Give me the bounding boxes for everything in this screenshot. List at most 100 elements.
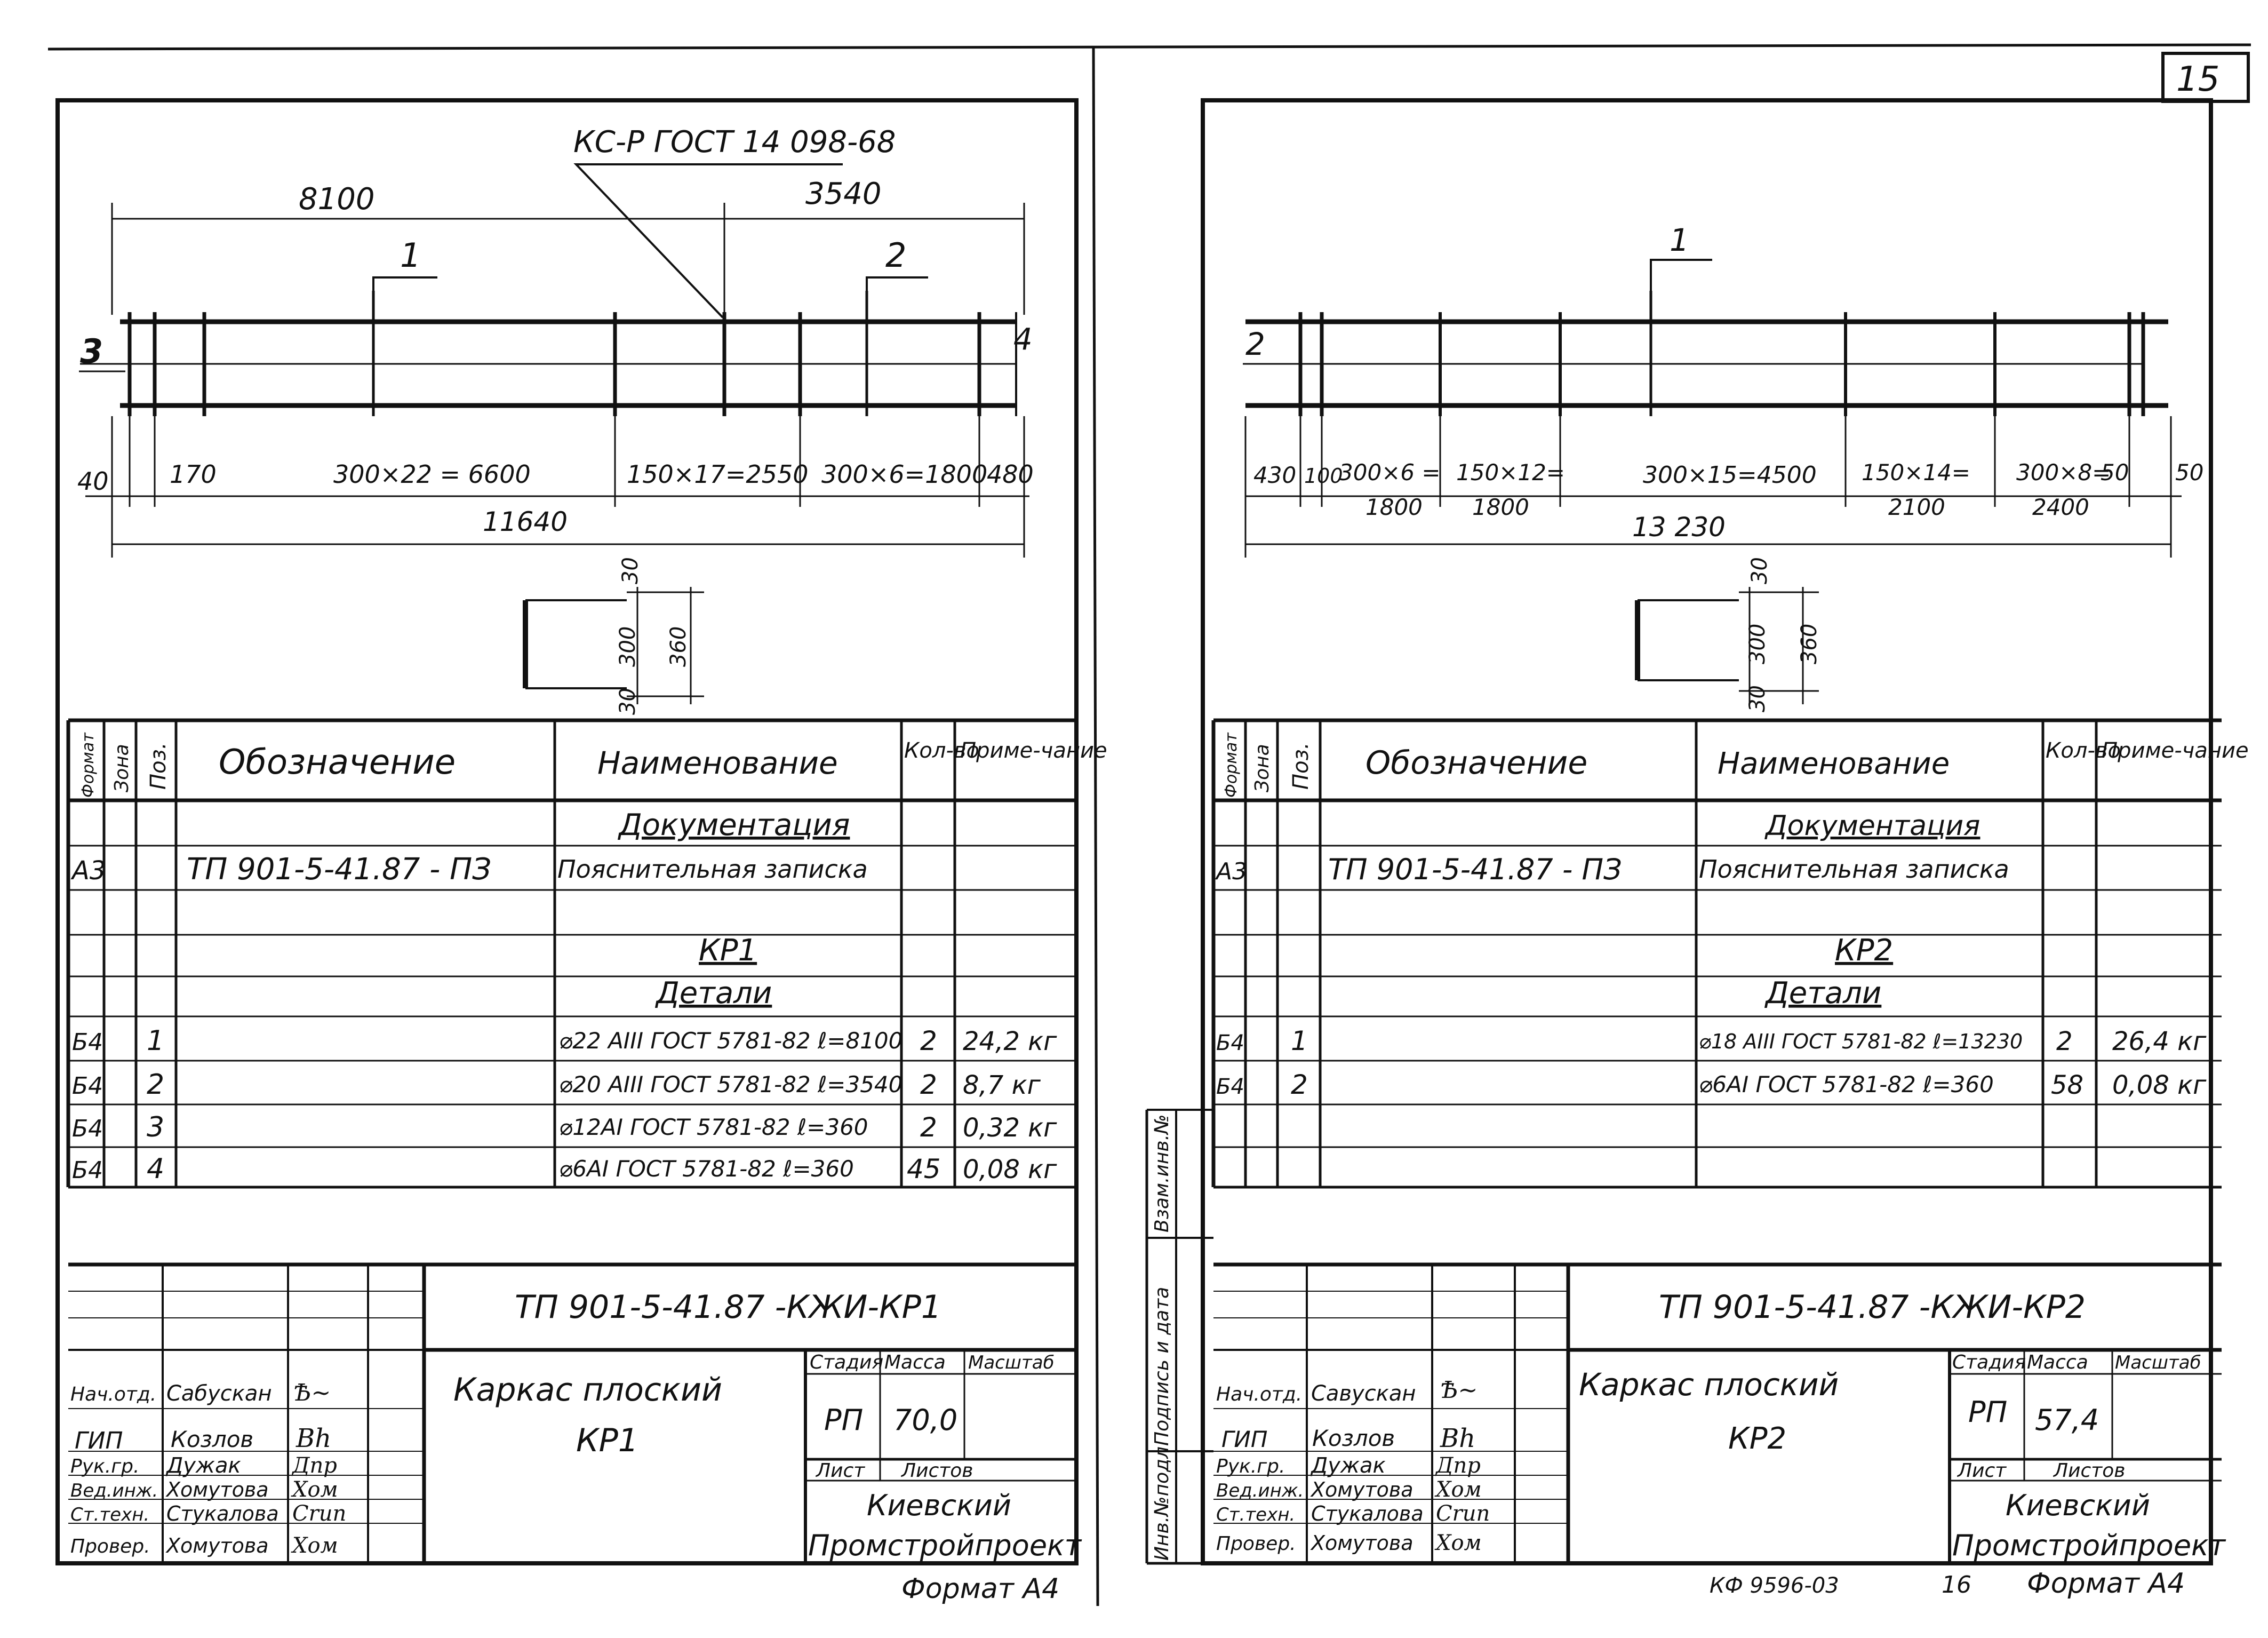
r-hdr-zone: Зона (1251, 744, 1273, 792)
r-hdr-format: Формат (1222, 732, 1241, 798)
r-stage-value: РП (1968, 1395, 2007, 1429)
page-number: 15 (2176, 60, 2219, 99)
org-line2: Промстройпроект (808, 1529, 1082, 1562)
side-inv-vzam: Взам.инв.№ (1151, 1114, 1173, 1233)
right-staff-list: Нач.отд. Савускан Ѣ~ ГИП Козлов Bh Рук.г… (1216, 1377, 1490, 1555)
r-section-parts: Детали (1764, 976, 1881, 1011)
r-dim-50b: 50 (2175, 459, 2203, 486)
r-dim-1800a: 1800 (1365, 494, 1423, 520)
signature-4: Хом (291, 1477, 338, 1502)
r-signature-3: Дпр (1435, 1453, 1481, 1478)
r-staff5-name: Стукалова (1311, 1502, 1424, 1525)
r-sheets-label: Листов (2053, 1460, 2125, 1482)
left-section-view (523, 587, 704, 704)
r-staff3-name: Дужак (1310, 1453, 1386, 1478)
row4-pos: 4 (147, 1153, 164, 1185)
staff6-role: Провер. (70, 1536, 150, 1557)
r-hdr-pos: Поз. (1289, 742, 1313, 790)
r-mass-value: 57,4 (2035, 1403, 2099, 1437)
footer-sheet-no: 16 (1942, 1571, 1971, 1599)
row4-note: 0,08 кг (963, 1155, 1057, 1184)
sec-30b: 30 (616, 688, 640, 715)
row-doc-format: А3 (70, 856, 106, 886)
r-hdr-name: Наименование (1718, 746, 1950, 781)
r-dim-4500: 300×15=4500 (1643, 462, 1817, 489)
hdr-pos: Поз. (146, 742, 171, 790)
staff1-role: Нач.отд. (70, 1383, 156, 1405)
r-staff1-name: Савускан (1311, 1381, 1416, 1406)
left-spec-grid (66, 718, 1076, 1189)
sec-300: 300 (616, 626, 640, 667)
r-pos-label-1: 1 (1670, 222, 1689, 258)
r-pos-label-2: 2 (1245, 326, 1265, 362)
r-dim-1800b: 1800 (1472, 494, 1529, 520)
row1-format: Б4 (72, 1029, 103, 1056)
right-title-block-grid (1213, 1262, 2222, 1563)
staff4-role: Вед.инж. (70, 1480, 158, 1501)
r-row-doc-format: А3 (1215, 858, 1247, 885)
dim-2550: 150×17=2550 (627, 460, 809, 489)
r-mass-label: Масса (2027, 1351, 2088, 1373)
r-signature-1: Ѣ~ (1440, 1377, 1478, 1404)
r-row1-format: Б4 (1216, 1031, 1244, 1055)
r-dim-100: 100 (1304, 464, 1343, 488)
right-sheet: Взам.инв.№ Подпись и дата Инв.№подл. (1145, 98, 2249, 1600)
r-scale-label: Масштаб (2115, 1352, 2201, 1373)
r-staff3-role: Рук.гр. (1216, 1456, 1285, 1477)
r-staff4-role: Вед.инж. (1216, 1480, 1304, 1501)
r-dim-150x12: 150×12= (1456, 459, 1565, 486)
pos-label-1: 1 (400, 236, 421, 275)
r-staff5-role: Ст.техн. (1216, 1504, 1295, 1525)
hdr-designation: Обозначение (219, 743, 456, 782)
r-staff6-role: Провер. (1216, 1533, 1296, 1555)
r-title-code: ТП 901-5-41.87 -КЖИ-КР2 (1659, 1289, 2086, 1326)
r-group-label: КР2 (1835, 933, 1893, 968)
hdr-note: Приме-чание (960, 738, 1107, 763)
r-dim-total: 13 230 (1632, 512, 1726, 543)
r-sec-300: 300 (1745, 624, 1770, 664)
row1-pos: 1 (147, 1025, 164, 1057)
footer-code: КФ 9596-03 (1710, 1573, 1839, 1598)
r-row2-format: Б4 (1216, 1075, 1244, 1099)
side-inv-podl: Инв.№подл. (1151, 1441, 1173, 1561)
dim-170: 170 (170, 460, 217, 489)
hdr-name: Наименование (597, 745, 838, 781)
r-row-doc-designation: ТП 901-5-41.87 - ПЗ (1328, 853, 1622, 886)
r-section-documentation: Документация (1764, 810, 1980, 842)
dim-total: 11640 (483, 506, 568, 537)
signature-6: Хом (291, 1533, 338, 1558)
row1-note: 24,2 кг (963, 1027, 1057, 1056)
row4-format: Б4 (72, 1157, 103, 1184)
dim-top-b: 3540 (805, 177, 882, 211)
title-line2: КР1 (576, 1422, 638, 1459)
r-staff2-name: Козлов (1312, 1425, 1395, 1451)
left-sheet: КС-Р ГОСТ 14 098-68 8100 3540 1 2 3 4 40… (55, 98, 1107, 1605)
section-parts: Детали (654, 976, 772, 1011)
r-title-line1: Каркас плоский (1579, 1366, 1839, 1403)
row1-qty: 2 (920, 1025, 937, 1056)
r-hdr-qty: Кол-во (2046, 738, 2121, 763)
row3-qty: 2 (920, 1112, 937, 1143)
mass-value: 70,0 (893, 1403, 957, 1437)
r-dim-150x14: 150×14= (1862, 459, 1970, 486)
right-section-view (1635, 587, 1819, 704)
title-code: ТП 901-5-41.87 -КЖИ-КР1 (515, 1289, 941, 1326)
r-staff4-name: Хомутова (1310, 1478, 1413, 1501)
left-cage-drawing (79, 163, 1029, 558)
row3-name: ⌀12АI ГОСТ 5781-82 ℓ=360 (559, 1114, 868, 1140)
r-org-line1: Киевский (2006, 1489, 2150, 1522)
hdr-format: Формат (79, 732, 98, 798)
r-staff6-name: Хомутова (1310, 1531, 1413, 1555)
dim-1800: 300×6=1800 (821, 460, 987, 489)
r-row1-name: ⌀18 АIII ГОСТ 5781-82 ℓ=13230 (1699, 1030, 2023, 1053)
r-signature-2: Bh (1440, 1424, 1475, 1453)
right-cage-drawing (1243, 259, 2182, 558)
r-signature-5: Crun (1436, 1501, 1490, 1526)
staff3-name: Дужак (165, 1453, 241, 1478)
row3-pos: 3 (147, 1111, 164, 1143)
r-dim-430: 430 (1253, 462, 1296, 488)
r-row2-name: ⌀6АI ГОСТ 5781-82 ℓ=360 (1699, 1071, 1994, 1098)
r-row2-note: 0,08 кг (2112, 1070, 2207, 1100)
left-spec-rows: Б4 1 ⌀22 АIII ГОСТ 5781-82 ℓ=8100 2 24,2… (72, 1025, 1057, 1185)
row3-format: Б4 (72, 1115, 103, 1142)
